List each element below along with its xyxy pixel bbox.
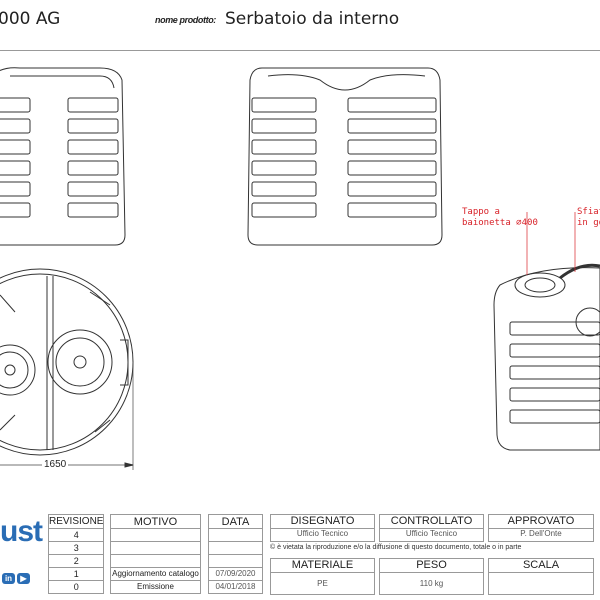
revision-cell: 3	[47, 541, 105, 555]
material-box: MATERIALE PE	[270, 558, 375, 595]
tank-rib	[347, 181, 437, 197]
linkedin-icon[interactable]: in	[2, 573, 15, 584]
tank-rib	[347, 118, 437, 134]
header-divider	[0, 50, 600, 51]
revision-table: REVISIONE 4 3 2 1 0	[47, 514, 105, 594]
tank-rib	[0, 139, 31, 155]
diameter-dimension: 1650	[42, 459, 69, 470]
tank-rib	[67, 202, 119, 218]
tank-rib	[347, 160, 437, 176]
material-value: PE	[317, 579, 328, 588]
product-code: 000 AG	[0, 9, 61, 29]
tank-rib	[509, 365, 600, 380]
cap-annotation-line2: baionetta ⌀400	[462, 218, 538, 228]
drawn-by-value: Ufficio Tecnico	[296, 529, 349, 538]
tank-rib	[347, 139, 437, 155]
date-cell	[208, 528, 263, 542]
tank-rib	[347, 202, 437, 218]
reason-cell: Aggiornamento catalogo	[110, 567, 201, 581]
checked-by-box: CONTROLLATO Ufficio Tecnico	[379, 514, 484, 542]
drawn-by-box: DISEGNATO Ufficio Tecnico	[270, 514, 375, 542]
date-cell	[208, 554, 263, 568]
reason-header: MOTIVO	[110, 514, 201, 529]
tank-rib	[509, 343, 600, 358]
product-name: Serbatoio da interno	[225, 9, 400, 29]
isometric-view	[493, 212, 600, 451]
tank-rib	[0, 202, 31, 218]
weight-label: PESO	[380, 559, 483, 573]
front-view-right	[247, 67, 443, 246]
tank-rib	[251, 118, 317, 134]
revision-cell: 4	[47, 528, 105, 542]
revision-cell: 1	[47, 567, 105, 581]
weight-value: 110 kg	[419, 579, 444, 588]
tank-rib	[67, 118, 119, 134]
tank-rib	[0, 118, 31, 134]
tank-rib	[251, 160, 317, 176]
tank-rib	[251, 202, 317, 218]
revision-header: REVISIONE	[47, 514, 105, 529]
top-view	[0, 268, 134, 470]
scale-box: SCALA	[488, 558, 594, 595]
date-cell: 07/09/2020	[208, 567, 263, 581]
vent-annotation-line1: Sfiato	[577, 207, 600, 217]
checked-by-value: Ufficio Tecnico	[405, 529, 458, 538]
copyright-notice: © è vietata la riproduzione e/o la diffu…	[270, 544, 522, 551]
drawn-by-label: DISEGNATO	[271, 515, 374, 529]
vent-annotation: Sfiato in go	[577, 207, 600, 229]
revision-cell: 0	[47, 580, 105, 594]
scale-label: SCALA	[489, 559, 593, 573]
date-cell: 04/01/2018	[208, 580, 263, 594]
approved-by-box: APPROVATO P. Dell'Onte	[488, 514, 594, 542]
cap-annotation: Tappo a baionetta ⌀400	[462, 207, 538, 229]
tank-rib	[509, 387, 600, 402]
tank-rib	[347, 97, 437, 113]
tank-rib	[509, 409, 600, 424]
tank-rib	[251, 97, 317, 113]
date-header: DATA	[208, 514, 263, 529]
tank-rib	[67, 181, 119, 197]
approved-by-value: P. Dell'Onte	[520, 529, 562, 538]
material-label: MATERIALE	[271, 559, 374, 573]
tank-rib	[509, 321, 600, 336]
date-cell	[208, 541, 263, 555]
checked-by-label: CONTROLLATO	[380, 515, 483, 529]
revision-cell: 2	[47, 554, 105, 568]
tank-rib	[251, 181, 317, 197]
brand-logo: ust	[0, 515, 43, 548]
cap-annotation-line1: Tappo a	[462, 207, 500, 217]
reason-cell	[110, 528, 201, 542]
tank-rib	[251, 139, 317, 155]
approved-by-label: APPROVATO	[489, 515, 593, 529]
product-name-label: nome prodotto:	[155, 15, 216, 25]
weight-box: PESO 110 kg	[379, 558, 484, 595]
tank-rib	[0, 181, 31, 197]
date-table: DATA 07/09/2020 04/01/2018	[208, 514, 263, 594]
tank-rib	[67, 97, 119, 113]
tank-rib	[0, 160, 31, 176]
tank-rib	[0, 97, 31, 113]
reason-cell: Emissione	[110, 580, 201, 594]
youtube-icon[interactable]: ▶	[17, 573, 30, 584]
reason-cell	[110, 554, 201, 568]
tank-rib	[67, 139, 119, 155]
reason-cell	[110, 541, 201, 555]
vent-annotation-line2: in go	[577, 218, 600, 228]
front-view-left	[0, 67, 126, 246]
reason-table: MOTIVO Aggiornamento catalogo Emissione	[110, 514, 201, 594]
tank-rib	[67, 160, 119, 176]
